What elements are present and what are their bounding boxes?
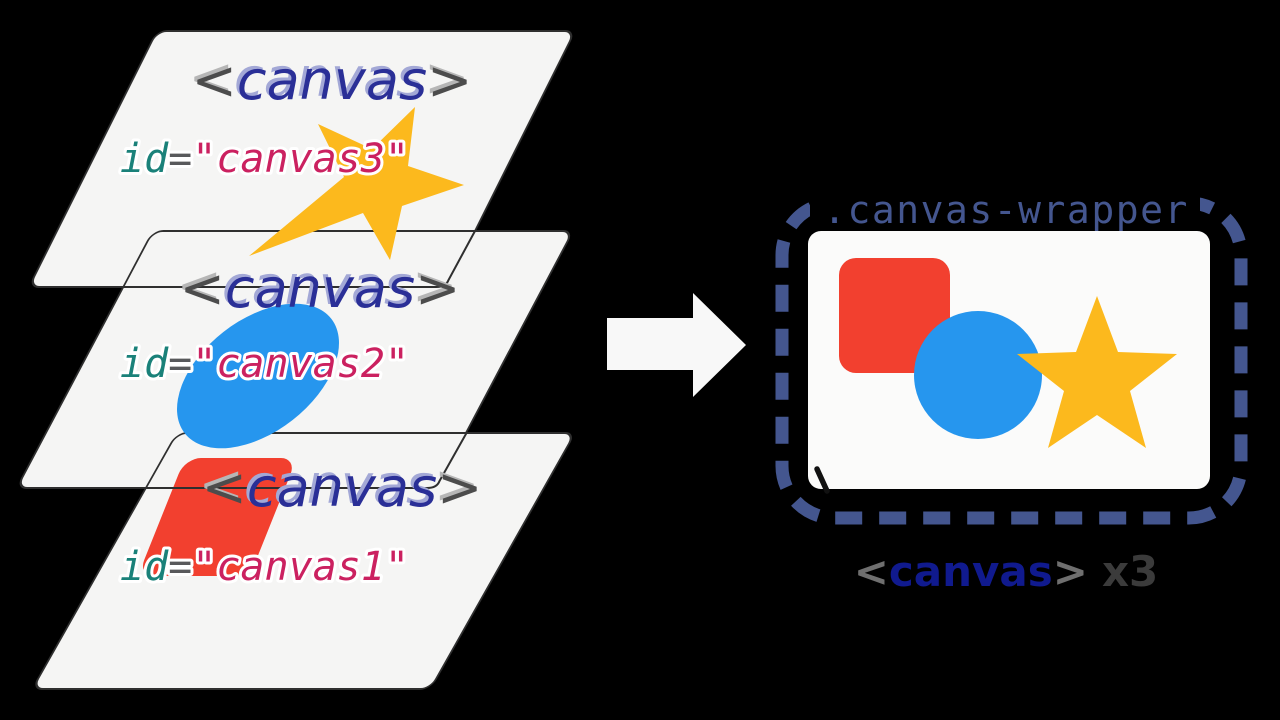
open-bracket: < <box>180 257 225 320</box>
attr-name: id <box>120 341 169 387</box>
canvas2-title-shadow: <canvas> <box>177 254 458 317</box>
result-yellow-star <box>1017 296 1177 448</box>
attr-value: "canvas2" <box>192 341 409 387</box>
ellipse-icon <box>177 303 339 449</box>
tag-word: canvas <box>225 257 415 320</box>
layer-canvas3-text: <canvas> <canvas> id="canvas3" <box>117 46 473 185</box>
attr-equals: = <box>168 136 192 182</box>
canvas2-title: <canvas> <box>180 257 461 320</box>
canvas1-title: <canvas> <box>202 456 483 519</box>
canvas3-title-shadow: <canvas> <box>189 46 470 109</box>
attr-equals: = <box>168 341 192 387</box>
canvas2-id-attr: id="canvas2" <box>120 341 409 387</box>
right-arrow-icon <box>607 293 746 397</box>
canvas-wrapper-label: .canvas-wrapper <box>823 188 1189 232</box>
canvas1-title-shadow: <canvas> <box>199 453 480 516</box>
close-bracket: > <box>415 257 460 320</box>
stray-pen-mark <box>814 466 830 494</box>
tag-word: canvas <box>237 49 427 112</box>
layer-canvas2-text: <canvas> <canvas> id="canvas2" <box>117 254 461 390</box>
canvas3-title: <canvas> <box>192 49 473 112</box>
close-bracket: > <box>1053 547 1088 596</box>
canvas3-card-bottom-edge <box>120 230 476 288</box>
canvas3-id-attr: id="canvas3" <box>120 136 409 182</box>
caption-multiplier: x3 <box>1102 547 1158 596</box>
open-bracket: < <box>854 547 889 596</box>
caption-word: canvas <box>889 547 1053 596</box>
close-bracket: > <box>427 49 472 112</box>
open-bracket: < <box>202 456 247 519</box>
attr-value: "canvas1" <box>192 544 409 590</box>
open-bracket: < <box>192 49 237 112</box>
attr-equals: = <box>168 544 192 590</box>
result-canvas-card <box>808 231 1210 494</box>
layer-canvas1-text: <canvas> <canvas> id="canvas1" <box>117 453 483 593</box>
result-caption: <canvas> x3 <box>854 547 1159 596</box>
tag-word: canvas <box>247 456 437 519</box>
attr-name: id <box>120 544 169 590</box>
canvas2-card-bottom-edge <box>140 432 468 489</box>
attr-name: id <box>120 136 169 182</box>
attr-value: "canvas3" <box>192 136 409 182</box>
close-bracket: > <box>437 456 482 519</box>
result-blue-circle <box>914 311 1042 439</box>
canvas1-id-attr: id="canvas1" <box>120 544 409 590</box>
wrapper-label-backdrop <box>810 194 1200 221</box>
star-icon <box>249 107 464 260</box>
